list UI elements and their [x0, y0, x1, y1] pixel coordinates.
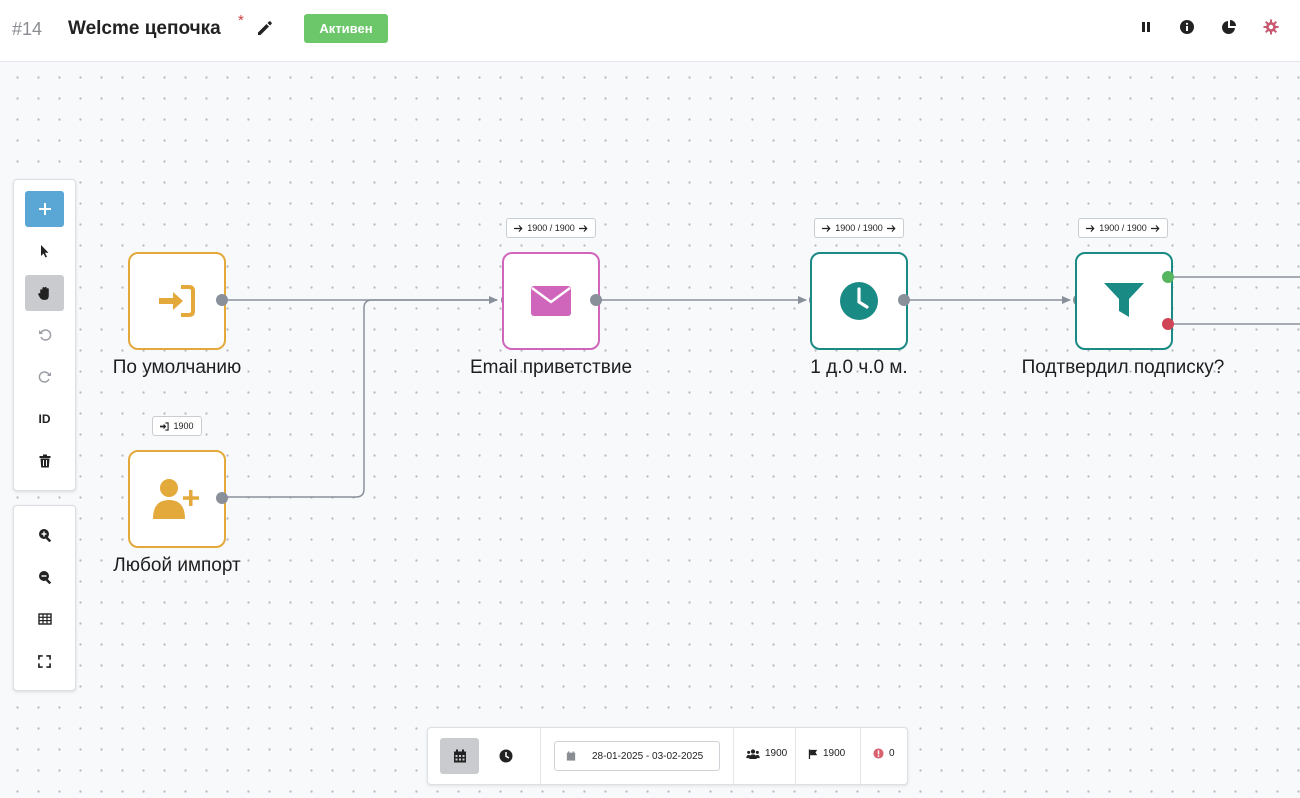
time-mode-button[interactable]: [486, 738, 525, 774]
chain-id: #14: [12, 19, 43, 39]
trash-icon: [39, 454, 50, 468]
show-id-button[interactable]: ID: [25, 401, 64, 437]
zoom-in-icon: [38, 529, 51, 542]
info-icon[interactable]: [1179, 19, 1195, 35]
expand-icon: [38, 654, 51, 668]
node-count-badge: 1900 / 1900: [506, 218, 596, 238]
node-label: По умолчанию: [112, 357, 242, 378]
date-range-value: 28-01-2025 - 03-02-2025: [592, 751, 704, 762]
user-plus-icon: [153, 479, 199, 519]
arrow-right-icon: [886, 224, 896, 232]
edit-toolbar: ID: [13, 179, 76, 491]
output-port[interactable]: [590, 294, 602, 306]
arrow-right-icon: [1150, 224, 1160, 232]
clock-icon: [499, 749, 512, 763]
sign-in-icon: [159, 285, 195, 317]
settings-icon[interactable]: [1263, 19, 1279, 35]
flow-canvas[interactable]: [0, 62, 1300, 798]
plus-icon: [38, 203, 51, 215]
delete-button[interactable]: [25, 443, 64, 479]
sign-in-icon: [160, 421, 170, 431]
status-badge[interactable]: Активен: [304, 14, 388, 43]
output-port[interactable]: [898, 294, 910, 306]
node-label: Подтвердил подписку?: [1021, 357, 1225, 378]
errors-stat: 0: [873, 748, 895, 759]
clock-icon: [840, 282, 878, 320]
finished-stat: 1900: [808, 748, 845, 759]
select-tool-button[interactable]: [25, 233, 64, 269]
date-range-input[interactable]: 28-01-2025 - 03-02-2025: [554, 741, 720, 771]
undo-icon: [38, 329, 51, 341]
view-toolbar: [13, 505, 76, 691]
calendar-icon: [453, 749, 466, 763]
zoom-out-button[interactable]: [25, 559, 64, 595]
output-port[interactable]: [216, 294, 228, 306]
output-port-no[interactable]: [1162, 318, 1174, 330]
error-icon: [873, 748, 884, 759]
arrow-right-icon: [514, 224, 523, 232]
node-count-badge: 1900: [152, 416, 202, 436]
arrow-right-icon: [578, 224, 588, 232]
cursor-icon: [40, 245, 48, 258]
node-delay[interactable]: [810, 252, 908, 350]
redo-icon: [38, 371, 51, 383]
node-any-import[interactable]: [128, 450, 226, 548]
add-node-button[interactable]: [25, 191, 64, 227]
arrow-right-icon: [822, 224, 831, 232]
stats-icon[interactable]: [1221, 19, 1237, 35]
node-filter[interactable]: [1075, 252, 1173, 350]
node-count-badge: 1900 / 1900: [1078, 218, 1168, 238]
node-default-start[interactable]: [128, 252, 226, 350]
zoom-in-button[interactable]: [25, 517, 64, 553]
header: #14 Welcme цепочка * Активен: [0, 0, 1300, 62]
hand-icon: [38, 286, 49, 300]
zoom-out-icon: [38, 571, 51, 584]
chain-title: Welcme цепочка: [68, 18, 221, 39]
pause-icon[interactable]: [1138, 19, 1154, 35]
unsaved-marker: *: [238, 12, 244, 29]
output-port-yes[interactable]: [1162, 271, 1174, 283]
filter-icon: [1104, 283, 1144, 317]
connection-import-to-email: [222, 299, 497, 498]
node-email-welcome[interactable]: [502, 252, 600, 350]
output-port[interactable]: [216, 492, 228, 504]
pan-tool-button[interactable]: [25, 275, 64, 311]
fullscreen-button[interactable]: [25, 643, 64, 679]
users-stat: 1900: [746, 748, 787, 759]
grid-button[interactable]: [25, 601, 64, 637]
envelope-icon: [531, 286, 571, 316]
node-count-badge: 1900 / 1900: [814, 218, 904, 238]
node-label: Любой импорт: [113, 555, 241, 576]
users-icon: [746, 748, 760, 759]
undo-button[interactable]: [25, 317, 64, 353]
calendar-icon: [566, 751, 576, 761]
grid-icon: [37, 613, 52, 625]
arrow-right-icon: [1086, 224, 1095, 232]
pencil-icon[interactable]: [255, 18, 275, 38]
node-label: Email приветствие: [469, 357, 633, 378]
stats-bar: 28-01-2025 - 03-02-2025 1900 1900 0: [427, 727, 908, 785]
id-label: ID: [38, 412, 51, 426]
node-label: 1 д.0 ч.0 м.: [810, 357, 908, 378]
redo-button[interactable]: [25, 359, 64, 395]
flag-icon: [808, 748, 818, 759]
date-mode-button[interactable]: [440, 738, 479, 774]
